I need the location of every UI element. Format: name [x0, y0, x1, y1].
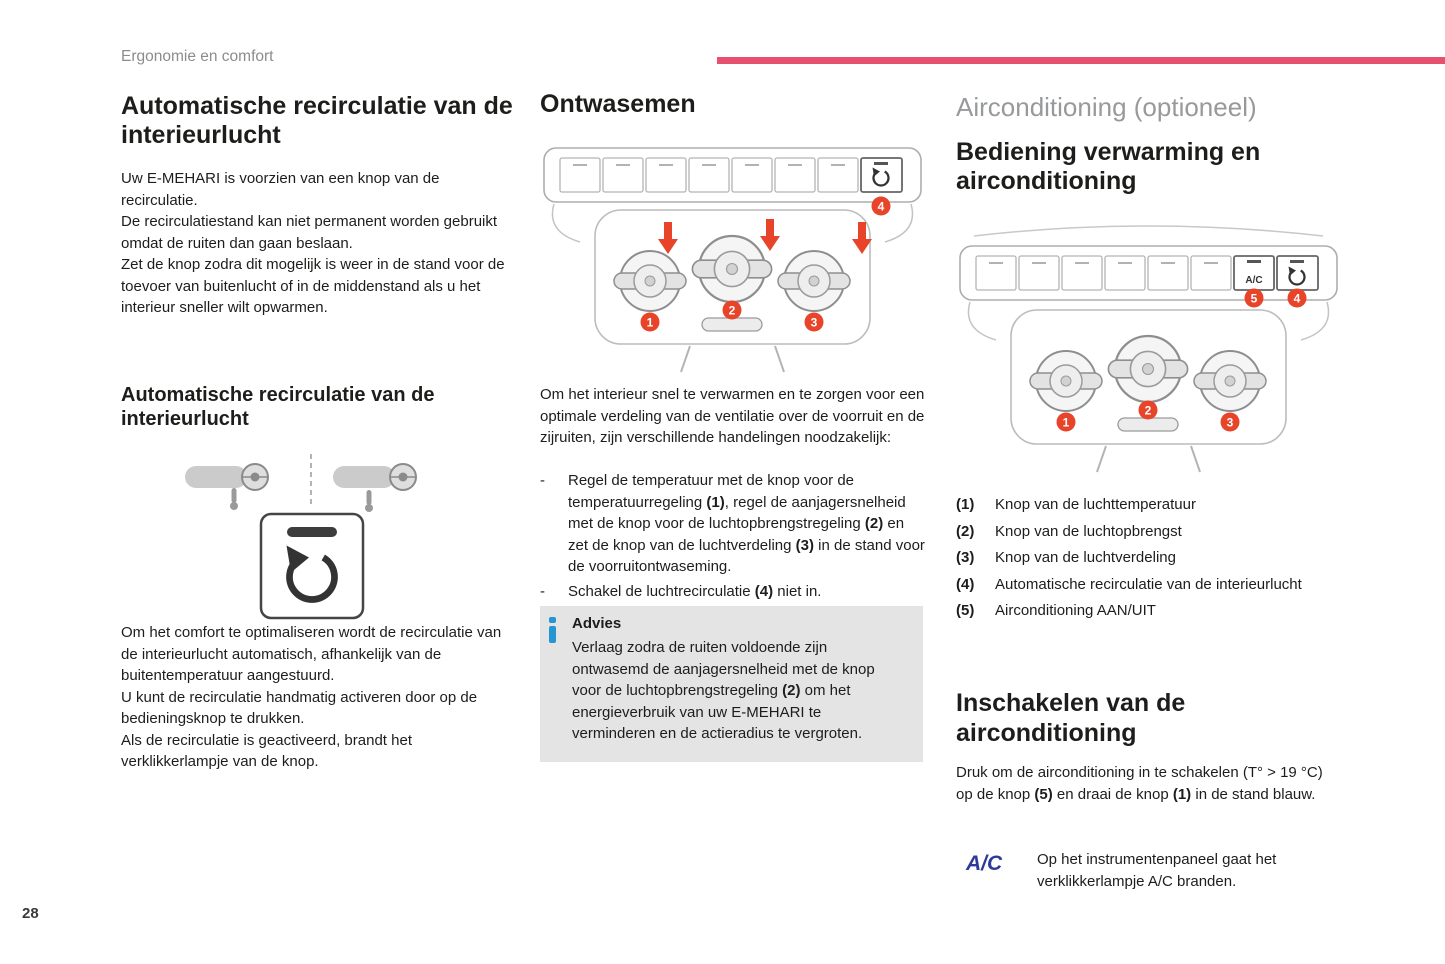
auto-mode-pictogram: [185, 463, 269, 510]
advice-title: Advies: [572, 615, 622, 632]
dash-contour-left: [551, 203, 581, 243]
info-icon: [549, 617, 556, 643]
vent-housing: [959, 245, 1338, 301]
legend-row: (5) Airconditioning AAN/UIT: [956, 600, 1348, 622]
list-item: - Schakel de luchtrecirculatie (4) niet …: [540, 581, 928, 603]
dash-contour-right: [884, 203, 914, 243]
dash-contour-left: [967, 301, 997, 341]
legend-row: (1) Knop van de luchttemperatuur: [956, 494, 1348, 516]
tray-slot: [701, 317, 763, 332]
legend-number: (2): [956, 522, 975, 540]
legend-row: (2) Knop van de luchtopbrengst: [956, 521, 1348, 543]
advice-box: Advies Verlaag zodra de ruiten voldoende…: [540, 606, 923, 762]
callout-badge-2: 2: [1138, 400, 1158, 420]
legend-label: Automatische recirculatie van de interie…: [995, 575, 1302, 593]
air-distribution-knob: [1193, 350, 1267, 412]
recirculation-switch-cell: [1276, 255, 1319, 291]
legend-label: Knop van de luchttemperatuur: [995, 496, 1196, 513]
legend-row: (3) Knop van de luchtverdeling: [956, 547, 1348, 569]
tray-slot: [1117, 417, 1179, 432]
ac-controls-figure: A/C 1 2 3 4 5: [956, 210, 1341, 476]
arrow-down-icon: [658, 222, 678, 254]
list-marker: -: [540, 582, 545, 600]
ac-button-cell: A/C: [1233, 255, 1275, 291]
list-item: - Regel de temperatuur met de knop voor …: [540, 470, 928, 578]
fan-speed-knob: [1107, 334, 1189, 404]
callout-badge-5: 5: [1244, 288, 1264, 308]
paragraph-switch-on-ac: Druk om de airconditioning in te schakel…: [956, 764, 1323, 803]
paragraph-defog-intro: Om het interieur snel te verwarmen en te…: [540, 386, 925, 446]
thermometer-icon: [230, 488, 238, 510]
console-outline: [1010, 309, 1287, 445]
paragraph-recirculation-intro: Uw E-MEHARI is voorzien van een knop van…: [121, 170, 505, 316]
list-marker: -: [540, 472, 545, 489]
callout-badge-1: 1: [640, 312, 660, 332]
callout-badge-2: 2: [722, 300, 742, 320]
recirculation-button-drawing: [185, 454, 417, 620]
heading-airconditioning-optional: Airconditioning (optioneel): [956, 92, 1257, 122]
recirculation-switch-cell: [860, 157, 903, 193]
fan-speed-knob: [691, 234, 773, 304]
callout-badge-3: 3: [804, 312, 824, 332]
legend-number: (4): [956, 575, 975, 593]
defrost-panel-drawing: [543, 147, 922, 373]
cowl-arc: [973, 225, 1324, 237]
legend-label: Airconditioning AAN/UIT: [995, 602, 1156, 619]
callout-badge-4: 4: [871, 196, 891, 216]
manual-mode-pictogram: [333, 463, 417, 512]
callout-badge-4: 4: [1287, 288, 1307, 308]
vent-housing: [543, 147, 922, 203]
info-icon-dot: [549, 617, 556, 623]
dash-contour-right: [1300, 301, 1330, 341]
paragraph-recirculation-operation: Om het comfort te optimaliseren wordt de…: [121, 624, 502, 770]
callout-badge-3: 3: [1220, 412, 1240, 432]
ac-indicator-label: A/C: [966, 852, 1003, 875]
heading-auto-recirculation: Automatische recirculatie van de interie…: [121, 92, 513, 149]
console-outline: [594, 209, 871, 345]
legend-label: Knop van de luchtverdeling: [995, 549, 1176, 566]
recirculation-button-figure: [121, 450, 506, 625]
defog-steps-list: - Regel de temperatuur met de knop voor …: [540, 470, 928, 605]
arrow-down-icon: [760, 219, 780, 251]
list-text: Schakel de luchtrecirculatie (4) niet in…: [568, 582, 822, 600]
ac-button-label: A/C: [1245, 275, 1262, 286]
callout-badge-1: 1: [1056, 412, 1076, 432]
console-legs: [1096, 445, 1201, 473]
vent-strip: [975, 255, 1232, 291]
controls-legend: (1) Knop van de luchttemperatuur (2) Kno…: [956, 494, 1348, 627]
air-distribution-knob: [777, 250, 851, 312]
temperature-knob: [1029, 350, 1103, 412]
legend-number: (1): [956, 496, 975, 513]
console-legs: [680, 345, 785, 373]
heading-switch-on-ac: Inschakelen van de airconditioning: [956, 689, 1186, 747]
page-number: 28: [22, 905, 39, 922]
thermometer-icon: [365, 490, 373, 512]
legend-row: (4) Automatische recirculatie van de int…: [956, 574, 1348, 596]
heading-heating-ac-controls: Bediening verwarming en airconditioning: [956, 138, 1261, 195]
list-text: Regel de temperatuur met de knop voor de…: [568, 472, 925, 575]
temperature-knob: [613, 250, 687, 312]
advice-text: Verlaag zodra de ruiten voldoende zijn o…: [572, 639, 875, 742]
section-header: Ergonomie en comfort: [121, 48, 274, 65]
subheading-auto-recirculation: Automatische recirculatie van de interie…: [121, 384, 435, 430]
heading-defogging: Ontwasemen: [540, 90, 696, 118]
recirculation-button: [259, 512, 365, 620]
vent-strip: [559, 157, 859, 193]
paragraph-ac-indicator: Op het instrumentenpaneel gaat het verkl…: [1037, 851, 1277, 890]
legend-number: (3): [956, 549, 975, 566]
ac-panel-drawing: A/C: [959, 225, 1338, 473]
legend-label: Knop van de luchtopbrengst: [995, 522, 1182, 540]
defrost-controls-figure: 1 2 3 4: [540, 146, 925, 382]
info-icon-bar: [549, 626, 556, 643]
legend-number: (5): [956, 602, 975, 619]
accent-bar: [717, 57, 1445, 64]
